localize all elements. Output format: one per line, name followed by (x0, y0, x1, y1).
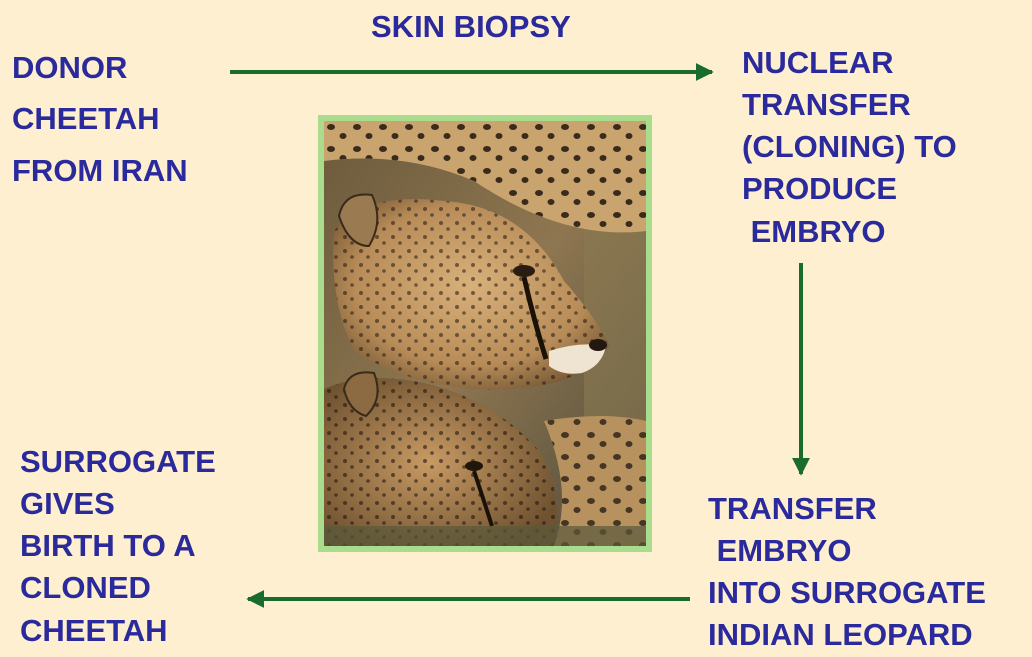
node-nuclear-transfer: NUCLEAR TRANSFER (CLONING) TO PRODUCE EM… (742, 42, 957, 253)
cheetah-photo (324, 121, 646, 546)
photo-frame (318, 115, 652, 552)
node-transfer-embryo: TRANSFER EMBRYO INTO SURROGATE INDIAN LE… (708, 488, 986, 657)
node-donor-cheetah: DONOR CHEETAH FROM IRAN (12, 42, 188, 196)
node-surrogate-birth: SURROGATE GIVES BIRTH TO A CLONED CHEETA… (20, 441, 216, 652)
edge-label-skin-biopsy: SKIN BIOPSY (371, 8, 571, 45)
